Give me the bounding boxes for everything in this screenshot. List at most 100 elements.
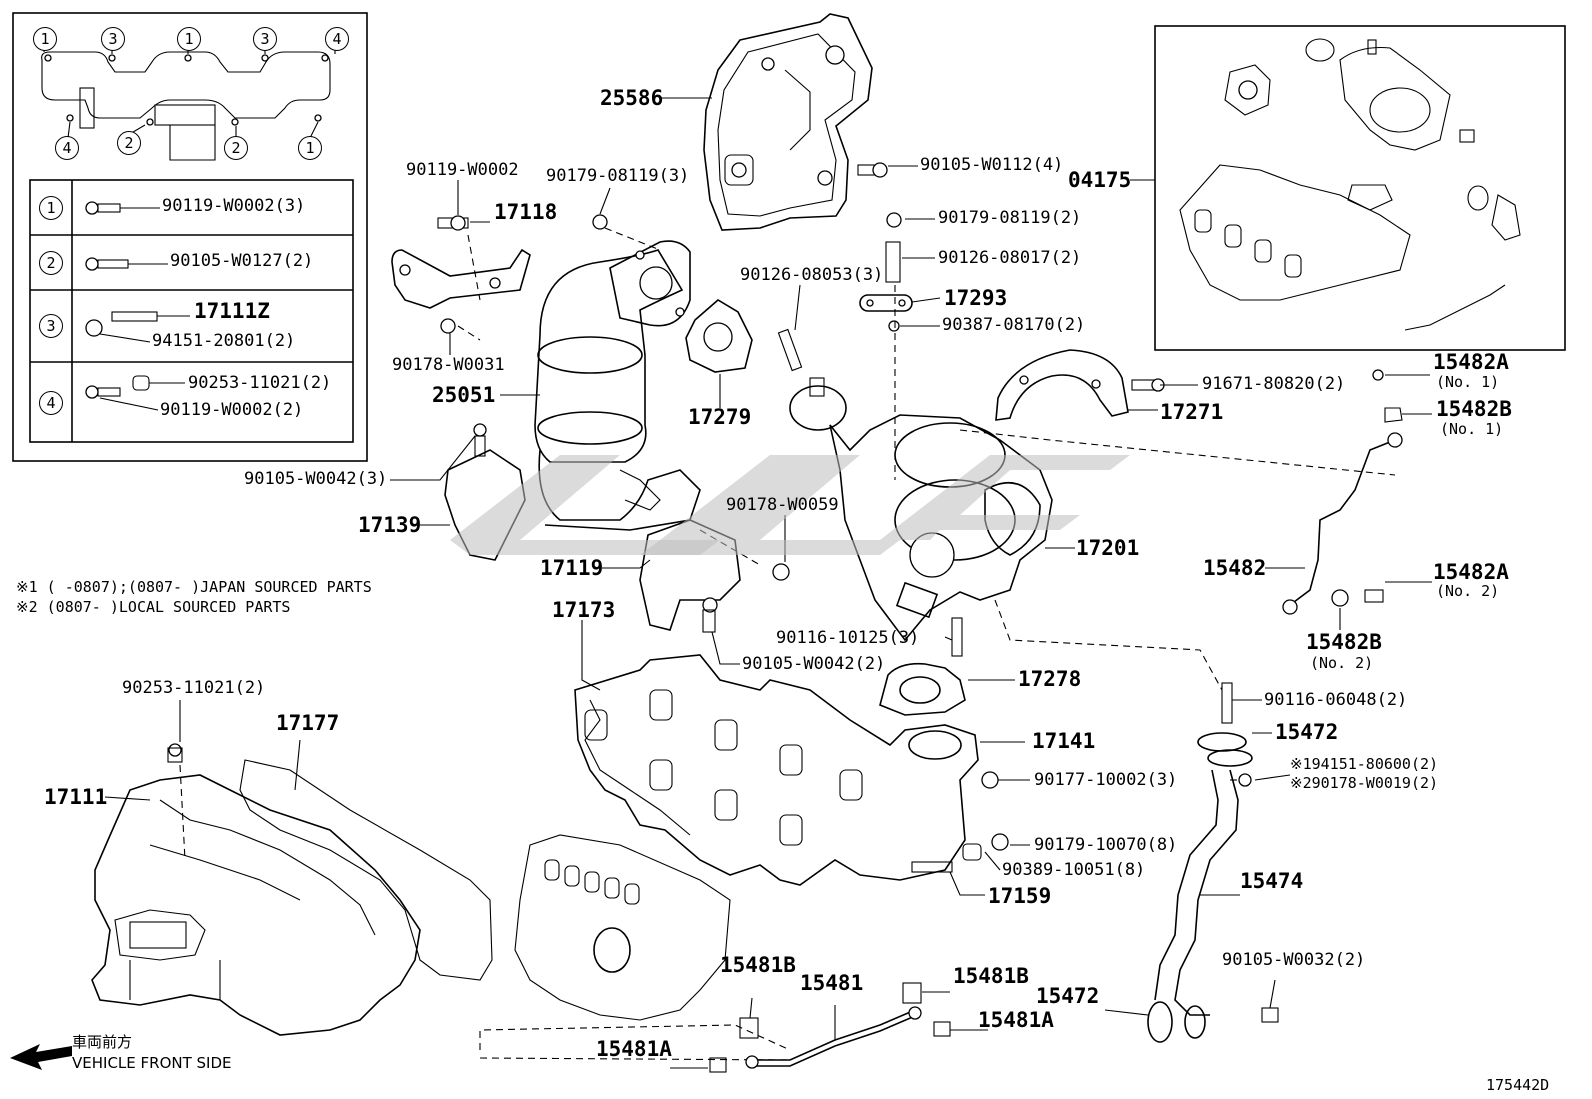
inset-legend-box — [12, 12, 368, 462]
label-17173: 17173 — [552, 598, 616, 622]
label-17139: 17139 — [358, 513, 422, 537]
label-90177-10002: 90177-10002(3) — [1034, 770, 1178, 790]
vehicle-front-en: VEHICLE FRONT SIDE — [72, 1054, 232, 1072]
engine-block — [479, 834, 791, 1061]
label-17118: 17118 — [494, 200, 558, 224]
table-row-2-mark: 2 — [39, 251, 63, 275]
inset-mark-top-4: 3 — [253, 27, 277, 51]
label-17279: 17279 — [688, 405, 752, 429]
label-90178-W0019: ※290178-W0019(2) — [1290, 774, 1439, 792]
leader-lines — [104, 97, 1432, 1069]
label-25586: 25586 — [600, 86, 664, 110]
label-17278: 17278 — [1018, 667, 1082, 691]
label-90179-10070: 90179-10070(8) — [1034, 835, 1178, 855]
table-row-4-mark: 4 — [39, 391, 63, 415]
table-row-2-part-1: 90105-W0127(2) — [170, 251, 314, 271]
oil-pipe-15474 — [1174, 769, 1239, 1016]
inset-mark-bottom-4: 1 — [298, 136, 322, 160]
label-90119-W0002: 90119-W0002 — [406, 160, 519, 180]
table-row-1-mark: 1 — [39, 196, 63, 220]
gasket-17278 — [879, 662, 966, 716]
label-17271: 17271 — [1160, 400, 1224, 424]
label-90178-W0031: 90178-W0031 — [392, 355, 505, 375]
label-04175: 04175 — [1068, 168, 1132, 192]
label-25051: 25051 — [432, 383, 496, 407]
label-94151-80600: ※194151-80600(2) — [1290, 755, 1439, 773]
heat-insulator-25586 — [703, 13, 873, 231]
converter-25051 — [534, 240, 701, 531]
label-90105-W0042-3: 90105-W0042(3) — [244, 469, 388, 489]
intake-manifold-17111 — [91, 743, 493, 1036]
diagram-id: 175442D — [1486, 1076, 1550, 1094]
label-90387-08170: 90387-08170(2) — [942, 315, 1086, 335]
label-90126-08053: 90126-08053(3) — [740, 265, 884, 285]
table-row-3-part-1: 17111Z — [194, 299, 270, 323]
inset-mark-bottom-2: 2 — [117, 131, 141, 155]
label-15474: 15474 — [1240, 869, 1304, 893]
label-15472-lower: 15472 — [1036, 984, 1100, 1008]
label-15482A-1-no: (No. 1) — [1436, 373, 1500, 391]
fasteners — [437, 162, 1279, 1023]
vehicle-front-jp: 車両前方 — [72, 1033, 133, 1051]
exhaust-manifold-17141 — [574, 654, 979, 886]
label-90126-08017: 90126-08017(2) — [938, 248, 1082, 268]
label-91671-80820: 91671-80820(2) — [1202, 374, 1346, 394]
label-90179-08119-3: 90179-08119(3) — [546, 166, 690, 186]
label-90105-W0032: 90105-W0032(2) — [1222, 950, 1366, 970]
label-15482B-1-no: (No. 1) — [1440, 420, 1504, 438]
label-15482A-1: 15482A — [1433, 350, 1509, 374]
label-15481B-right: 15481B — [953, 964, 1029, 988]
inset-mark-top-3: 1 — [177, 27, 201, 51]
label-15481: 15481 — [800, 971, 864, 995]
label-15472-upper: 15472 — [1275, 720, 1339, 744]
inset-mark-top-2: 3 — [101, 27, 125, 51]
label-90253-11021: 90253-11021(2) — [122, 678, 266, 698]
label-15482A-2: 15482A — [1433, 560, 1509, 584]
note-local-sourced: ※2 (0807- )LOCAL SOURCED PARTS — [16, 598, 291, 616]
inset-mark-bottom-3: 2 — [224, 136, 248, 160]
label-90389-10051: 90389-10051(8) — [1002, 860, 1146, 880]
label-17159: 17159 — [988, 884, 1052, 908]
label-15481B-left: 15481B — [720, 953, 796, 977]
label-15482B-2: 15482B — [1306, 630, 1382, 654]
label-90179-08119-2: 90179-08119(2) — [938, 208, 1082, 228]
assembly-dashes — [179, 227, 1396, 861]
oil-pipe-15482 — [1289, 439, 1396, 606]
inset-mark-top-1: 1 — [33, 27, 57, 51]
label-90116-06048: 90116-06048(2) — [1264, 690, 1408, 710]
label-15482: 15482 — [1203, 556, 1267, 580]
label-17293: 17293 — [944, 286, 1008, 310]
plate-17293 — [859, 294, 913, 312]
heat-shield-17271 — [995, 349, 1129, 421]
label-90178-W0059: 90178-W0059 — [726, 495, 839, 515]
table-row-4-part-2: 90119-W0002(2) — [160, 400, 304, 420]
label-15482A-2-no: (No. 2) — [1436, 582, 1500, 600]
label-15481A-right: 15481A — [978, 1008, 1054, 1032]
turbocharger-17201 — [789, 377, 1053, 642]
label-90105-W0042-2: 90105-W0042(2) — [742, 654, 886, 674]
note-japan-sourced: ※1 ( -0807);(0807- )JAPAN SOURCED PARTS — [16, 578, 372, 596]
watermark-logo — [450, 455, 1130, 555]
turbo-assembly-inset-04175 — [1154, 25, 1566, 351]
table-row-3-mark: 3 — [39, 314, 63, 338]
front-arrow-icon — [10, 1044, 72, 1070]
table-row-4-part-1: 90253-11021(2) — [188, 373, 332, 393]
label-17111: 17111 — [44, 785, 108, 809]
label-15481A-left: 15481A — [596, 1037, 672, 1061]
label-17141: 17141 — [1032, 729, 1096, 753]
gasket-17279 — [685, 299, 753, 373]
table-row-3-part-2: 94151-20801(2) — [152, 331, 296, 351]
label-15482B-2-no: (No. 2) — [1310, 654, 1374, 672]
inset-mark-top-5: 4 — [325, 27, 349, 51]
label-17201: 17201 — [1076, 536, 1140, 560]
label-90105-W0112: 90105-W0112(4) — [920, 155, 1064, 175]
table-row-1-part-1: 90119-W0002(3) — [162, 196, 306, 216]
pipe-15481 — [752, 1009, 916, 1061]
inset-mark-bottom-1: 4 — [55, 136, 79, 160]
label-90116-10125: 90116-10125(3) — [776, 628, 920, 648]
bracket-17118 — [391, 248, 531, 309]
label-15482B-1: 15482B — [1436, 397, 1512, 421]
label-17119: 17119 — [540, 556, 604, 580]
label-17177: 17177 — [276, 711, 340, 735]
